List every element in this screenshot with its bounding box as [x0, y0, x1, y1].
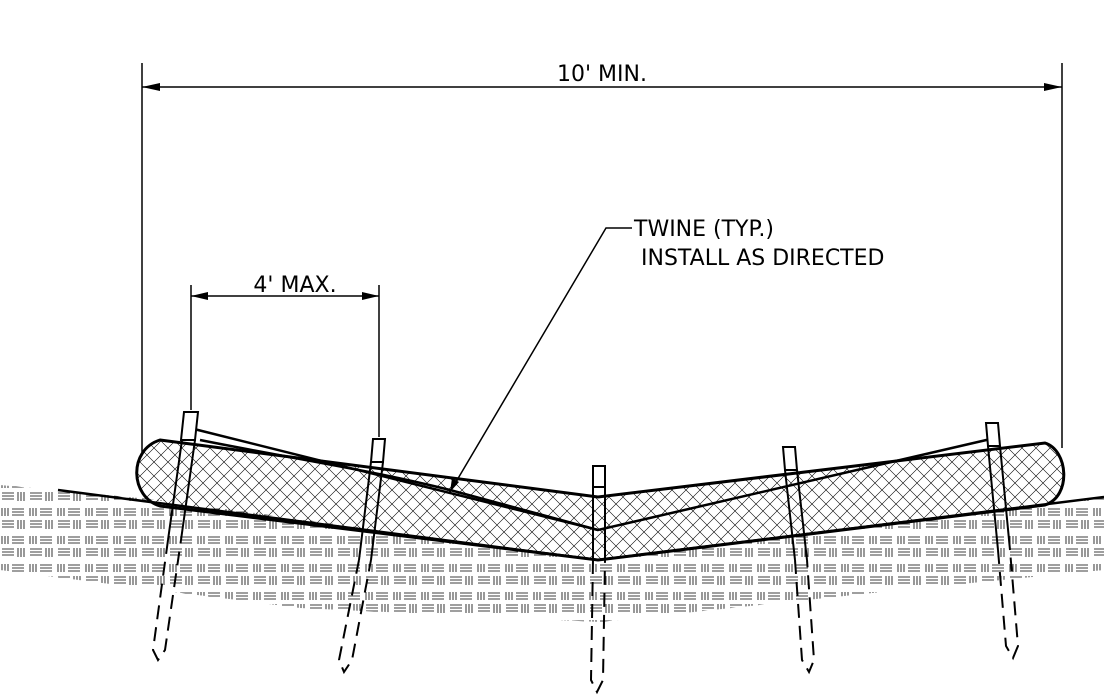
stake-spacing-label: 4' MAX.	[253, 273, 336, 298]
twine	[189, 426, 996, 532]
overall-width-label: 10' MIN.	[557, 62, 647, 87]
stake-3	[589, 465, 606, 695]
stake-5	[984, 422, 1020, 661]
stake-spacing-dimension	[190, 285, 380, 437]
stake-2	[337, 438, 387, 675]
twine-label-line2: INSTALL AS DIRECTED	[641, 246, 884, 271]
stake-4	[781, 446, 816, 675]
stake-1	[151, 411, 200, 662]
twine-leader	[449, 227, 632, 493]
overall-dimension	[141, 63, 1063, 452]
fiber-roll	[135, 438, 1066, 562]
twine-label-line1: TWINE (TYP.)	[633, 217, 774, 242]
